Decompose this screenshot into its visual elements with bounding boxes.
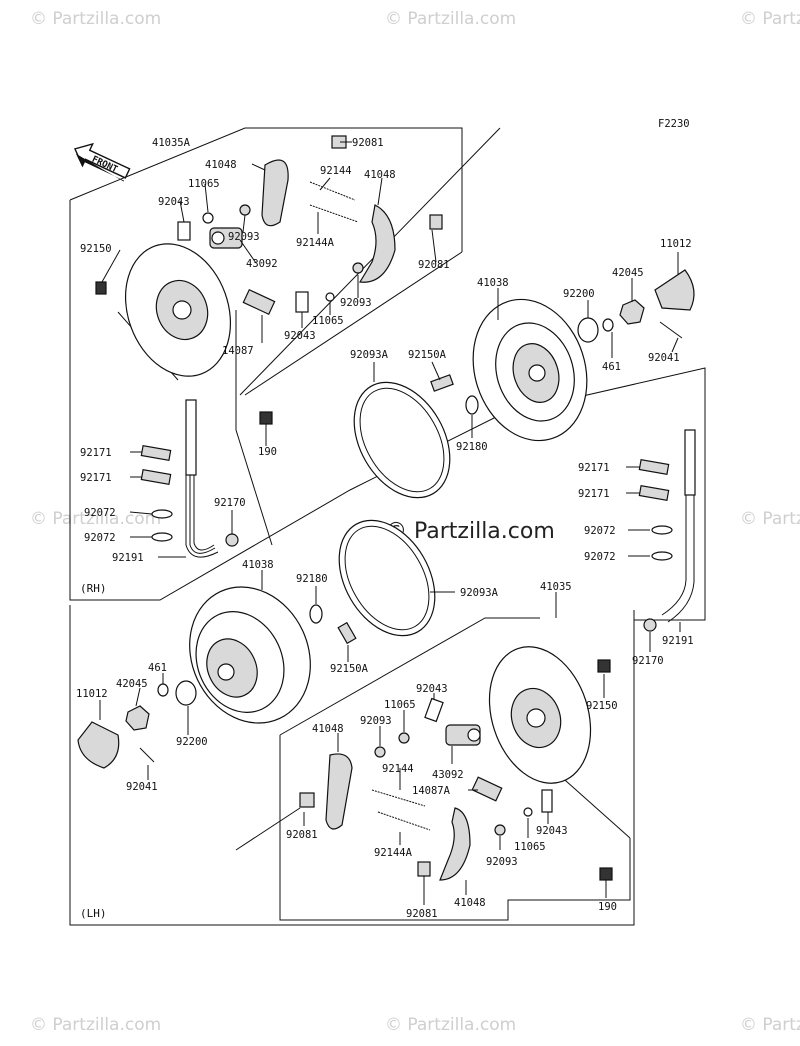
callout-92170-lh: 92170 <box>632 655 664 667</box>
callout-92093-rh-1: 92093 <box>228 231 260 243</box>
callout-92150-rh: 92150 <box>80 243 112 255</box>
callout-92093-lh-2: 92093 <box>486 856 518 868</box>
callout-92200-lh: 92200 <box>176 736 208 748</box>
section-outlines <box>69 127 706 926</box>
callout-41048-lh-2: 41048 <box>454 897 486 909</box>
watermark-mid-right: © Partzilla.com <box>740 509 800 529</box>
callout-92150-lh: 92150 <box>586 700 618 712</box>
callout-92072-lh-2: 92072 <box>584 551 616 563</box>
lh-wheel-cylinder <box>445 724 481 746</box>
lh-brake-shoe-1 <box>325 753 353 830</box>
callout-92150A-lh: 92150A <box>330 663 369 675</box>
rh-axle-nut <box>619 299 645 325</box>
watermark-top-right: © Partzilla.com <box>740 9 800 29</box>
callout-92041-lh: 92041 <box>126 781 158 793</box>
watermark-bottom-left: © Partzilla.com <box>30 1015 161 1035</box>
callout-92043-rh-1: 92043 <box>158 196 190 208</box>
callout-92043-rh-2: 92043 <box>284 330 316 342</box>
callout-92191-lh: 92191 <box>662 635 694 647</box>
callout-92093-lh-1: 92093 <box>360 715 392 727</box>
rh-wheel-cylinder <box>209 227 243 249</box>
callout-92171-rh-1: 92171 <box>80 447 112 459</box>
callout-92081-rh-2: 92081 <box>418 259 450 271</box>
rh-brake-shoe-1 <box>261 159 289 227</box>
callout-92081-lh-2: 92081 <box>406 908 438 920</box>
callout-92144A-rh: 92144A <box>296 237 335 249</box>
callout-42045-rh: 42045 <box>612 267 644 279</box>
callout-11065-rh-1: 11065 <box>188 178 220 190</box>
callout-461-lh: 461 <box>148 662 167 674</box>
callout-43092-lh: 43092 <box>432 769 464 781</box>
callout-14087A: 14087A <box>412 785 451 797</box>
callout-42045-lh: 42045 <box>116 678 148 690</box>
callout-41048-lh-1: 41048 <box>312 723 344 735</box>
callout-190-lh: 190 <box>598 901 617 913</box>
lh-hub-cap <box>77 721 120 769</box>
callout-92180-lh: 92180 <box>296 573 328 585</box>
lh-backing-plate <box>488 646 592 784</box>
callout-43092-rh: 43092 <box>246 258 278 270</box>
watermarks: © Partzilla.com © Partzilla.com © Partzi… <box>30 9 800 1035</box>
watermark-center: © Partzilla.com <box>385 519 555 544</box>
rh-brake-shoe-2 <box>359 204 396 283</box>
callout-92041-rh: 92041 <box>648 352 680 364</box>
watermark-mid-left: © Partzilla.com <box>30 509 161 529</box>
callout-92144A-lh: 92144A <box>374 847 413 859</box>
rh-backing-plate <box>124 243 232 377</box>
lh-axle-nut <box>125 705 150 731</box>
callout-92191-rh: 92191 <box>112 552 144 564</box>
diagram-code: F2230 <box>658 118 690 130</box>
rh-hub-cap <box>654 269 695 311</box>
watermark-top-left: © Partzilla.com <box>30 9 161 29</box>
callout-92171-lh-1: 92171 <box>578 462 610 474</box>
rh-parts <box>95 135 695 558</box>
callout-92081-lh-1: 92081 <box>286 829 318 841</box>
callout-41038-lh: 41038 <box>242 559 274 571</box>
rh-section-label: (RH) <box>80 582 107 595</box>
watermark-top-center: © Partzilla.com <box>385 9 516 29</box>
callout-461-rh: 461 <box>602 361 621 373</box>
callout-41048-rh-1: 41048 <box>205 159 237 171</box>
lh-section-label: (LH) <box>80 907 107 920</box>
callout-92144-rh: 92144 <box>320 165 352 177</box>
callout-92043-lh-2: 92043 <box>536 825 568 837</box>
callout-92144-lh: 92144 <box>382 763 414 775</box>
callout-92043-lh-1: 92043 <box>416 683 448 695</box>
callout-92072-lh-1: 92072 <box>584 525 616 537</box>
callout-11065-rh-2: 11065 <box>312 315 344 327</box>
callout-92072-rh-2: 92072 <box>84 532 116 544</box>
callout-92200-rh: 92200 <box>563 288 595 300</box>
callout-92171-rh-2: 92171 <box>80 472 112 484</box>
callout-14087: 14087 <box>222 345 254 357</box>
rh-brake-drum <box>472 298 588 442</box>
callout-11012-lh: 11012 <box>76 688 108 700</box>
callout-11065-lh-1: 11065 <box>384 699 416 711</box>
callout-92150A-rh: 92150A <box>408 349 447 361</box>
callout-41048-rh-2: 41048 <box>364 169 396 181</box>
lh-brake-drum <box>189 586 311 724</box>
callout-92072-rh-1: 92072 <box>84 507 116 519</box>
rh-callouts: 41035A 41048 92081 92144 41048 11065 920… <box>80 137 692 564</box>
lh-brake-shoe-2 <box>439 807 471 881</box>
callout-92180-rh: 92180 <box>456 441 488 453</box>
callout-92170-rh: 92170 <box>214 497 246 509</box>
callout-11012-rh: 11012 <box>660 238 692 250</box>
watermark-bottom-center: © Partzilla.com <box>385 1015 516 1035</box>
callout-41035A: 41035A <box>152 137 191 149</box>
leader-lines <box>99 141 681 905</box>
callout-92093A-rh: 92093A <box>350 349 389 361</box>
callout-92081-rh-1: 92081 <box>352 137 384 149</box>
rh-pin <box>177 221 191 241</box>
callout-92093-rh-2: 92093 <box>340 297 372 309</box>
callout-11065-lh-2: 11065 <box>514 841 546 853</box>
callout-190-rh: 190 <box>258 446 277 458</box>
lh-parts <box>77 429 696 881</box>
lh-callouts: 92171 92171 92072 92072 92191 92170 4103… <box>76 462 694 920</box>
callout-92171-lh-2: 92171 <box>578 488 610 500</box>
watermark-bottom-right: © Partzilla.com <box>740 1015 800 1035</box>
callout-92093A-lh: 92093A <box>460 587 499 599</box>
callout-41038-rh: 41038 <box>477 277 509 289</box>
callout-41035-lh: 41035 <box>540 581 572 593</box>
